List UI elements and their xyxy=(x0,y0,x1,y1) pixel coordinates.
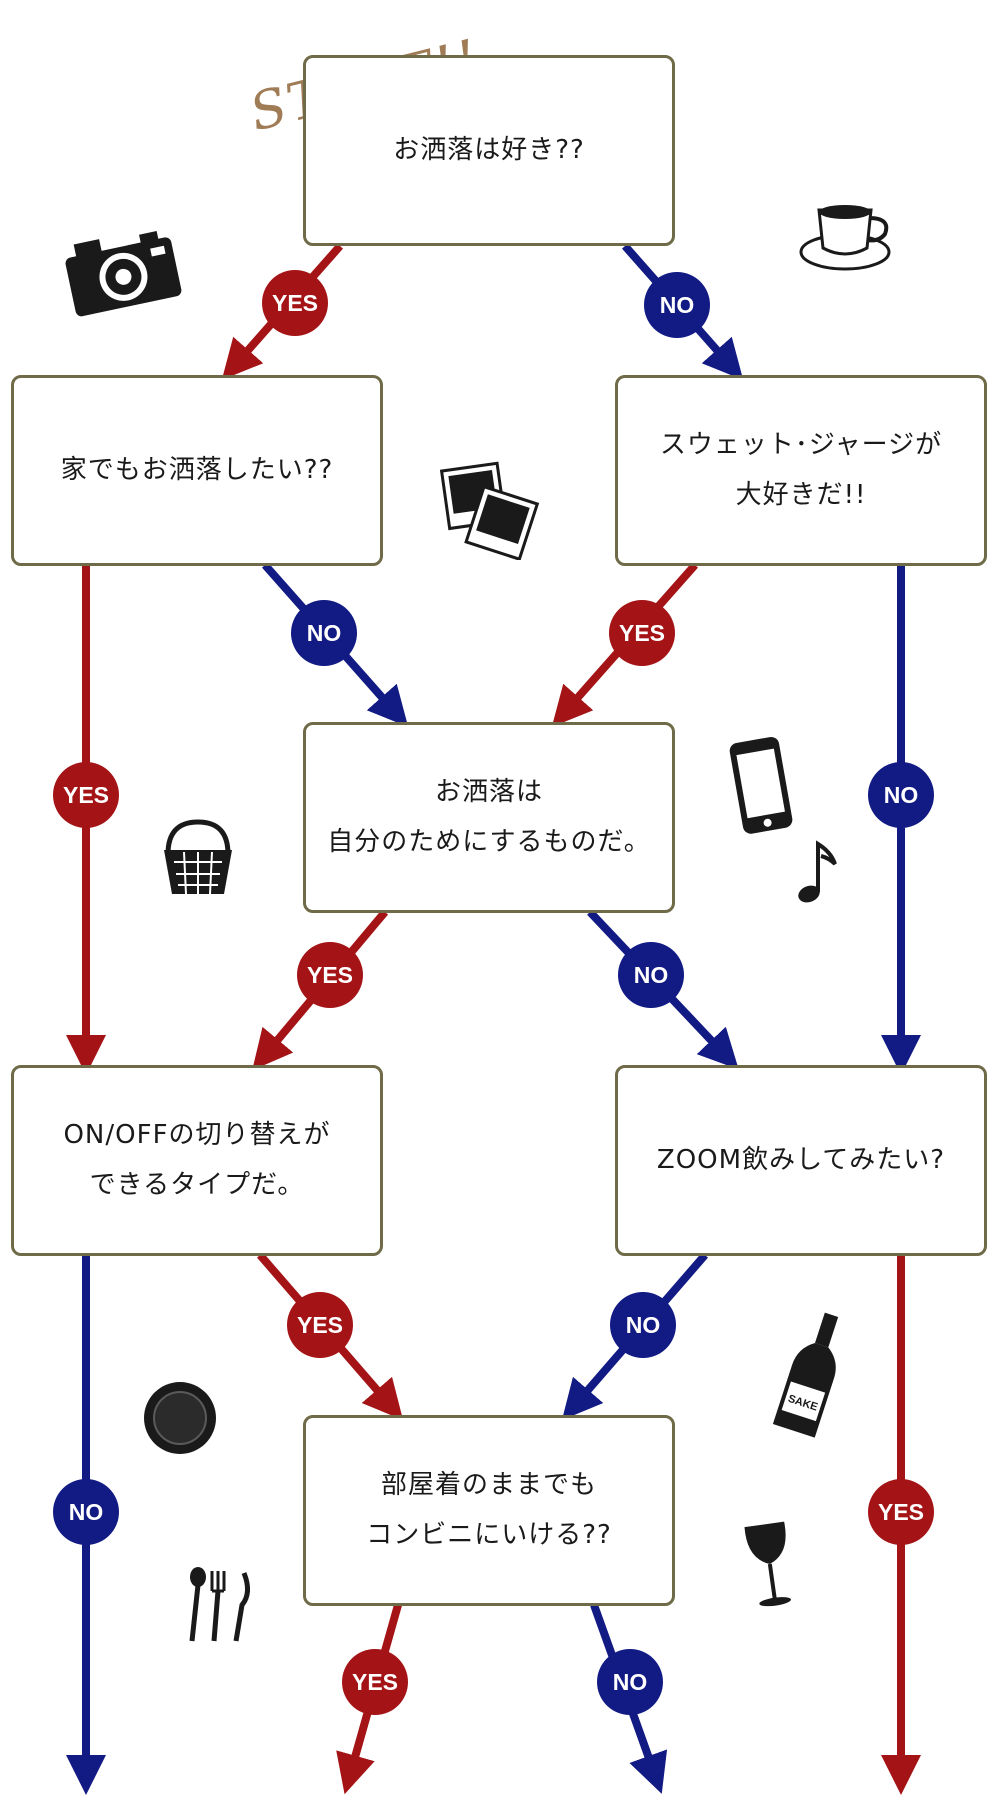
question-q7: 部屋着のままでも コンビニにいける?? xyxy=(303,1415,675,1606)
badge-label: YES xyxy=(619,620,665,646)
plate-icon xyxy=(144,1382,216,1454)
badge-label: NO xyxy=(307,620,342,646)
question-q1: お洒落は好き?? xyxy=(303,55,675,246)
badge-label: YES xyxy=(297,1312,343,1338)
smartphone-icon xyxy=(729,736,793,834)
badge-yes-q3: YES xyxy=(609,600,675,666)
badge-no-q2: NO xyxy=(291,600,357,666)
cutlery-icon xyxy=(189,1567,250,1642)
question-text: 自分のためにするものだ。 xyxy=(327,826,651,857)
question-text: できるタイプだ。 xyxy=(89,1169,305,1200)
question-text: 部屋着のままでも xyxy=(380,1470,597,1501)
question-q2: 家でもお洒落したい?? xyxy=(11,375,383,566)
badge-label: NO xyxy=(613,1669,648,1695)
badge-label: YES xyxy=(63,782,109,808)
badge-no-q1: NO xyxy=(644,272,710,338)
question-q5: ON/OFFの切り替えが できるタイプだ。 xyxy=(11,1065,383,1256)
badge-no-q5: NO xyxy=(53,1479,119,1545)
badge-no-q4: NO xyxy=(618,942,684,1008)
badge-yes-q1: YES xyxy=(262,270,328,336)
badge-label: NO xyxy=(660,292,695,318)
question-q4: お洒落は 自分のためにするものだ。 xyxy=(303,722,675,913)
basket-icon xyxy=(164,819,232,895)
question-q3: スウェット･ジャージが 大好きだ!! xyxy=(615,375,987,566)
badge-yes-q7: YES xyxy=(342,1649,408,1715)
badge-yes-q2: YES xyxy=(53,762,119,828)
music-note-icon xyxy=(798,840,837,903)
badge-label: YES xyxy=(272,290,318,316)
badge-no-q7: NO xyxy=(597,1649,663,1715)
question-text: 大好きだ!! xyxy=(735,479,867,510)
wine-glass-icon xyxy=(744,1521,792,1607)
camera-icon xyxy=(65,230,182,317)
badge-label: YES xyxy=(352,1669,398,1695)
question-text: 家でもお洒落したい?? xyxy=(60,454,334,485)
badge-label: NO xyxy=(69,1499,104,1525)
badge-label: NO xyxy=(634,962,669,988)
badge-label: NO xyxy=(884,782,919,808)
badge-label: NO xyxy=(626,1312,661,1338)
coffee-cup-icon xyxy=(799,205,891,271)
question-text: お洒落は xyxy=(434,777,543,808)
question-text: お洒落は好き?? xyxy=(393,134,585,165)
badge-yes-q4: YES xyxy=(297,942,363,1008)
badge-label: YES xyxy=(307,962,353,988)
photos-icon xyxy=(440,461,540,560)
question-text: ZOOM飲みしてみたい? xyxy=(656,1144,946,1175)
question-text: ON/OFFの切り替えが xyxy=(63,1120,331,1151)
question-text: コンビニにいける?? xyxy=(366,1519,612,1550)
question-q6: ZOOM飲みしてみたい? xyxy=(615,1065,987,1256)
sake-bottle-icon: SAKE xyxy=(772,1312,839,1438)
badge-yes-q6: YES xyxy=(868,1479,934,1545)
badge-label: YES xyxy=(878,1499,924,1525)
question-text: スウェット･ジャージが xyxy=(659,430,943,461)
badge-no-q6: NO xyxy=(610,1292,676,1358)
badge-yes-q5: YES xyxy=(287,1292,353,1358)
badge-no-q3: NO xyxy=(868,762,934,828)
